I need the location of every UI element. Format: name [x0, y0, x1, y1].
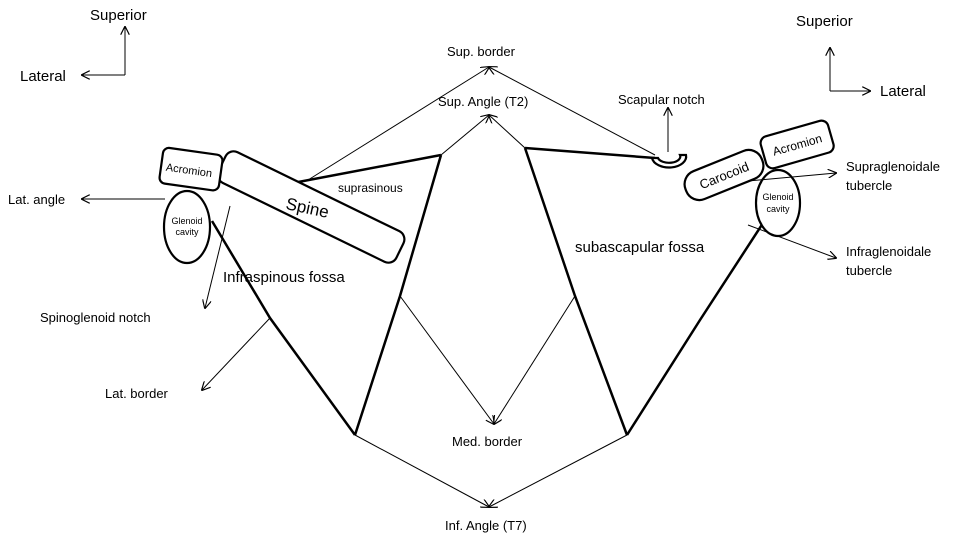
infraglenoidale-label-line2: tubercle [846, 263, 892, 278]
sup-border-pointer-left [307, 67, 489, 181]
posterior-scapula-superior-border [292, 153, 442, 185]
infraspinous-fossa-label: Infraspinous fossa [223, 269, 345, 286]
sup-angle-label: Sup. Angle (T2) [438, 94, 528, 109]
orientation-indicator-left: Superior Lateral [20, 7, 147, 85]
suprasinous-label: suprasinous [338, 181, 403, 195]
subscapular-fossa-label: subascapular fossa [575, 239, 705, 256]
lat-border-pointer [202, 317, 271, 390]
lat-angle-label: Lat. angle [8, 192, 65, 207]
inf-angle-label: Inf. Angle (T7) [445, 518, 527, 533]
inf-angle-pointer-left [354, 434, 489, 507]
callout-lines [82, 67, 836, 507]
glenoid-left-label-line2: cavity [175, 227, 199, 237]
scapular-notch-label: Scapular notch [618, 92, 705, 107]
sup-border-pointer-right [489, 67, 656, 156]
superior-label-right: Superior [796, 13, 853, 30]
inf-angle-pointer-right [489, 434, 628, 507]
coracoid [683, 148, 765, 202]
posterior-scapula-lateral-border [210, 220, 357, 436]
anterior-scapula-lateral-border [625, 219, 767, 436]
sup-angle-pointer-left [440, 115, 489, 156]
infraglenoidale-pointer [747, 224, 836, 258]
sup-border-label: Sup. border [447, 44, 516, 59]
glenoid-right-label-line2: cavity [766, 204, 790, 214]
med-border-pointer-left [399, 295, 494, 424]
lat-border-label: Lat. border [105, 386, 169, 401]
posterior-scapula-medial-border [353, 154, 443, 436]
glenoid-left-label-line1: Glenoid [171, 216, 202, 226]
anterior-scapula-medial-border [523, 147, 629, 436]
scapular-notch [650, 153, 688, 169]
supraglenoidale-label-line2: tubercle [846, 178, 892, 193]
infraglenoidale-label-line1: Infraglenoidale [846, 244, 931, 259]
supraglenoidale-pointer [747, 173, 836, 182]
sup-angle-pointer-right [489, 115, 526, 149]
glenoid-cavity-left [162, 189, 212, 265]
lateral-label-right: Lateral [880, 83, 926, 100]
spinoglenoid-notch-label: Spinoglenoid notch [40, 310, 151, 325]
anterior-scapula: Carocoid Acromion Glenoid cavity subasca… [523, 119, 835, 436]
anterior-scapula-superior-border [524, 146, 656, 160]
glenoid-right-label-line1: Glenoid [762, 192, 793, 202]
supraglenoidale-label-line1: Supraglenoidale [846, 159, 940, 174]
superior-label-left: Superior [90, 7, 147, 24]
posterior-scapula: Spine Acromion Glenoid cavity suprasinou… [158, 146, 443, 436]
orientation-indicator-right: Superior Lateral [796, 13, 926, 100]
acromion-left [158, 146, 224, 192]
med-border-pointer-right [494, 295, 576, 424]
callout-labels: Sup. border Sup. Angle (T2) Scapular not… [8, 44, 940, 533]
med-border-label: Med. border [452, 434, 523, 449]
lateral-label-left: Lateral [20, 68, 66, 85]
spinoglenoid-notch-pointer [205, 205, 231, 308]
acromion-right [759, 119, 835, 170]
